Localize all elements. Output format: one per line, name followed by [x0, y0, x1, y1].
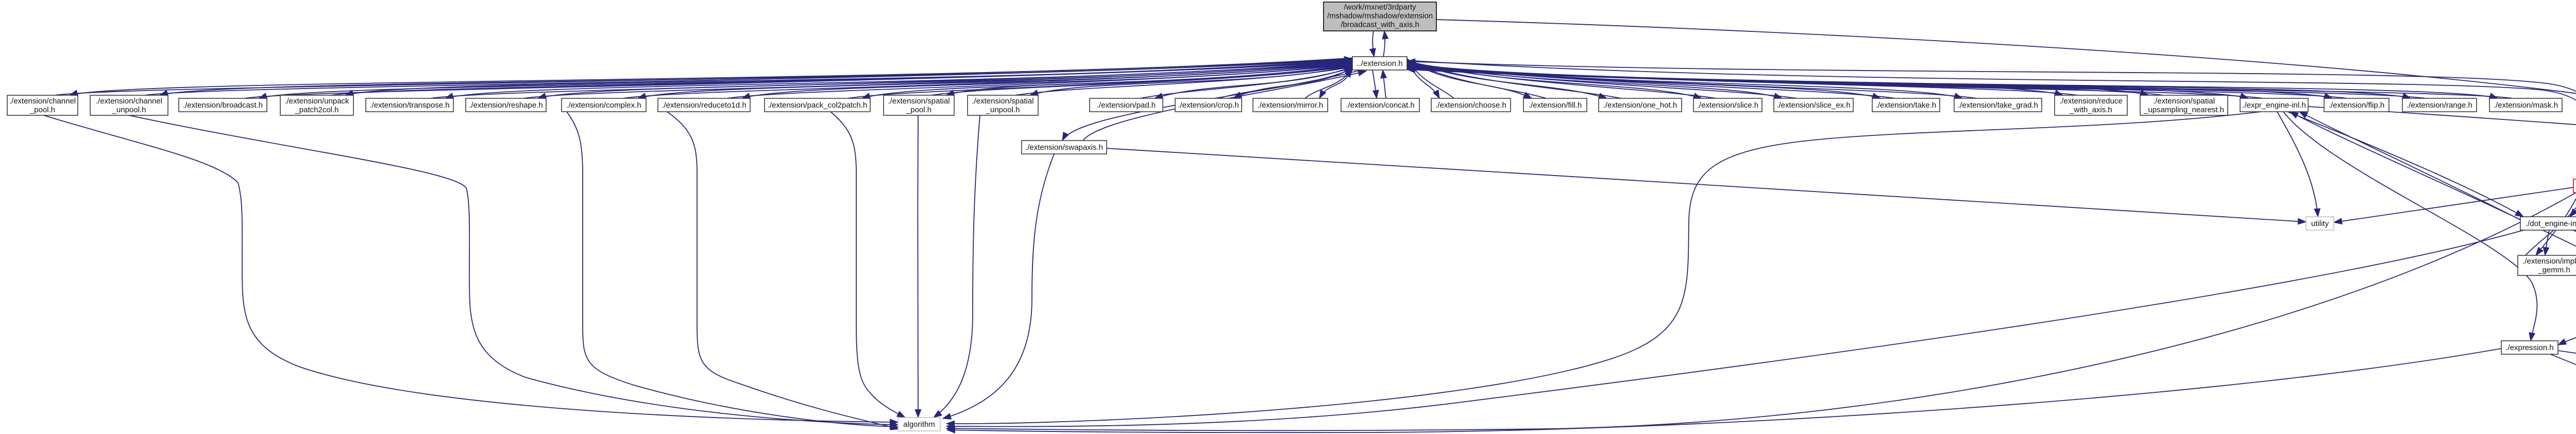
- svg-text:./extension/complex.h: ./extension/complex.h: [566, 101, 641, 110]
- svg-text:./extension/implicit: ./extension/implicit: [2522, 257, 2576, 266]
- svg-text:./extension/reshape.h: ./extension/reshape.h: [469, 101, 543, 110]
- svg-text:./extension/spatial: ./extension/spatial: [2153, 97, 2215, 106]
- svg-text:./extension/take.h: ./extension/take.h: [1876, 101, 1937, 110]
- svg-text:_gemm.h: _gemm.h: [2537, 266, 2570, 274]
- svg-text:_with_axis.h: _with_axis.h: [2069, 106, 2112, 114]
- svg-text:algorithm: algorithm: [903, 420, 935, 429]
- svg-text:./expression.h: ./expression.h: [2505, 343, 2553, 352]
- svg-text:./extension/unpack: ./extension/unpack: [284, 97, 349, 106]
- svg-text:./extension/channel: ./extension/channel: [9, 97, 76, 106]
- svg-text:./extension/channel: ./extension/channel: [96, 97, 162, 106]
- svg-text:./extension/pad.h: ./extension/pad.h: [1097, 101, 1156, 110]
- svg-text:/mshadow/mshadow/extension: /mshadow/mshadow/extension: [1327, 12, 1433, 21]
- svg-text:./extension/slice.h: ./extension/slice.h: [1697, 101, 1758, 110]
- svg-text:./extension/pack_col2patch.h: ./extension/pack_col2patch.h: [768, 101, 867, 110]
- svg-text:_pool.h: _pool.h: [906, 106, 931, 114]
- svg-text:utility: utility: [2311, 219, 2329, 228]
- svg-text:../extension.h: ../extension.h: [1357, 59, 1402, 68]
- svg-text:_unpool.h: _unpool.h: [986, 106, 1020, 114]
- svg-text:./extension/range.h: ./extension/range.h: [2406, 101, 2472, 110]
- svg-text:./extension/one_hot.h: ./extension/one_hot.h: [1603, 101, 1677, 110]
- svg-text:_unpool.h: _unpool.h: [112, 106, 146, 114]
- svg-text:./extension/transpose.h: ./extension/transpose.h: [369, 101, 449, 110]
- svg-text:_upsampling_nearest.h: _upsampling_nearest.h: [2143, 106, 2224, 114]
- svg-text:./extension/spatial: ./extension/spatial: [972, 97, 1033, 106]
- svg-text:/broadcast_with_axis.h: /broadcast_with_axis.h: [1341, 21, 1419, 29]
- svg-text:./extension/swapaxis.h: ./extension/swapaxis.h: [1025, 143, 1103, 152]
- svg-text:./expr_engine-inl.h: ./expr_engine-inl.h: [2242, 101, 2306, 110]
- svg-text:./extension/mask.h: ./extension/mask.h: [2494, 101, 2558, 110]
- svg-text:./dot_engine-inl.h: ./dot_engine-inl.h: [2526, 219, 2576, 228]
- svg-text:./extension/broadcast.h: ./extension/broadcast.h: [183, 101, 263, 110]
- svg-text:./extension/fill.h: ./extension/fill.h: [1529, 101, 1582, 110]
- svg-text:./extension/take_grad.h: ./extension/take_grad.h: [1958, 101, 2038, 110]
- svg-text:./extension/slice_ex.h: ./extension/slice_ex.h: [1776, 101, 1850, 110]
- svg-text:./extension/crop.h: ./extension/crop.h: [1178, 101, 1239, 110]
- svg-text:_pool.h: _pool.h: [29, 106, 55, 114]
- svg-text:./extension/spatial: ./extension/spatial: [888, 97, 950, 106]
- svg-text:./extension/flip.h: ./extension/flip.h: [2329, 101, 2384, 110]
- svg-text:/work/mxnet/3rdparty: /work/mxnet/3rdparty: [1344, 3, 1416, 12]
- svg-text:./extension/reduceto1d.h: ./extension/reduceto1d.h: [662, 101, 746, 110]
- svg-text:_patch2col.h: _patch2col.h: [294, 106, 338, 114]
- svg-text:./extension/concat.h: ./extension/concat.h: [1346, 101, 1414, 110]
- svg-text:./extension/choose.h: ./extension/choose.h: [1435, 101, 1506, 110]
- svg-text:./extension/reduce: ./extension/reduce: [2059, 97, 2123, 106]
- svg-text:./extension/mirror.h: ./extension/mirror.h: [1258, 101, 1324, 110]
